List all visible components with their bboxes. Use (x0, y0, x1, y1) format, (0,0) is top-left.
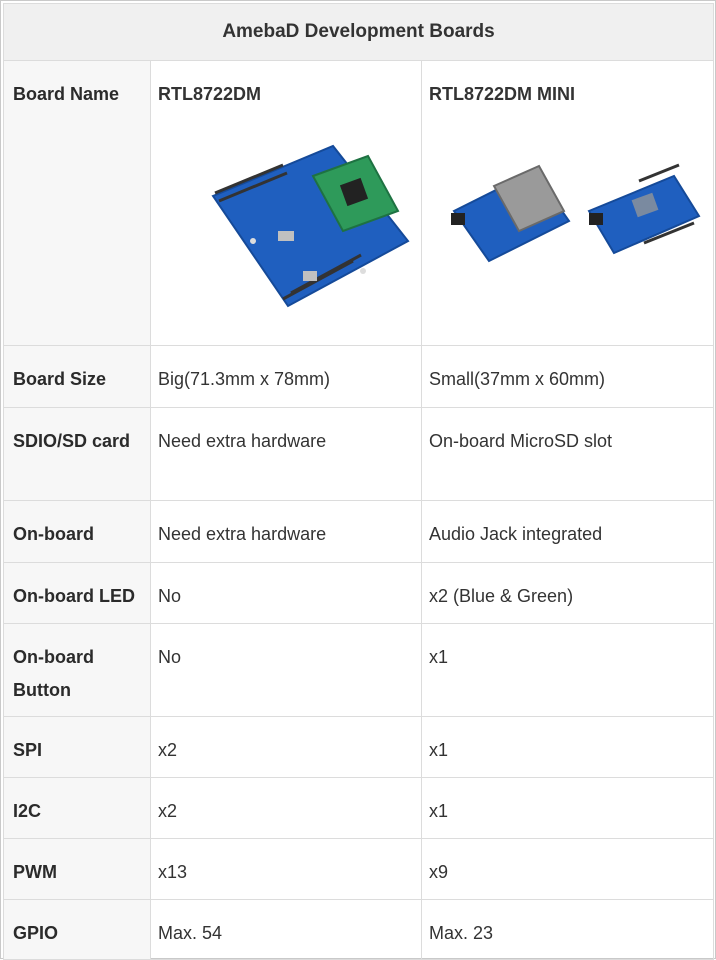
cell-value: Small(37mm x 60mm) (420, 345, 715, 408)
comparison-table: AmebaD Development Boards Board Name RTL… (2, 3, 715, 960)
cell-value: x2 (150, 777, 422, 839)
board-photo-icon (451, 163, 701, 263)
cell-value: No (150, 623, 422, 717)
cell-value: Need extra hardware (150, 407, 422, 501)
board-photo-icon (211, 144, 410, 308)
cell-value: x2 (Blue & Green) (420, 562, 715, 624)
table-row: SDIO/SD card Need extra hardware On-boar… (3, 407, 715, 501)
cell-value: No (150, 562, 422, 624)
cell-value: x1 (420, 716, 715, 778)
rtl8722dm-mini-board-image (429, 111, 713, 341)
table-row: On-board Button No x1 (3, 623, 715, 717)
row-label: Board Name (3, 60, 151, 346)
cell-value: x1 (420, 623, 715, 717)
table-caption: AmebaD Development Boards (2, 3, 715, 61)
cell-value: Big(71.3mm x 78mm) (150, 345, 422, 408)
row-label: On-board (3, 500, 151, 563)
table-row: Board Name RTL8722DM (3, 60, 715, 346)
cell-value: Need extra hardware (150, 500, 422, 563)
table-row: GPIO Max. 54 Max. 23 (3, 899, 715, 960)
row-label: On-board LED (3, 562, 151, 624)
row-label: GPIO (3, 899, 151, 960)
table-row: SPI x2 x1 (3, 716, 715, 778)
table-row: I2C x2 x1 (3, 777, 715, 839)
row-label: On-board Button (3, 623, 151, 717)
table-row: On-board LED No x2 (Blue & Green) (3, 562, 715, 624)
row-label: SDIO/SD card (3, 407, 151, 501)
board-name: RTL8722DM MINI (429, 84, 576, 104)
row-label: Board Size (3, 345, 151, 408)
cell-value: Max. 23 (420, 899, 715, 960)
cell-value: x9 (420, 838, 715, 900)
rtl8722dm-board-image (158, 111, 421, 341)
board-name-cell: RTL8722DM MINI (420, 60, 715, 346)
row-label: SPI (3, 716, 151, 778)
cell-value: Audio Jack integrated (420, 500, 715, 563)
table-row: PWM x13 x9 (3, 838, 715, 900)
cell-value: x2 (150, 716, 422, 778)
row-label: I2C (3, 777, 151, 839)
row-label: PWM (3, 838, 151, 900)
cell-value: Max. 54 (150, 899, 422, 960)
cell-value: On-board MicroSD slot (420, 407, 715, 501)
table-row: Board Size Big(71.3mm x 78mm) Small(37mm… (3, 345, 715, 408)
board-name: RTL8722DM (158, 84, 262, 104)
board-name-cell: RTL8722DM (150, 60, 422, 346)
table-row: On-board Need extra hardware Audio Jack … (3, 500, 715, 563)
cell-value: x13 (150, 838, 422, 900)
cell-value: x1 (420, 777, 715, 839)
